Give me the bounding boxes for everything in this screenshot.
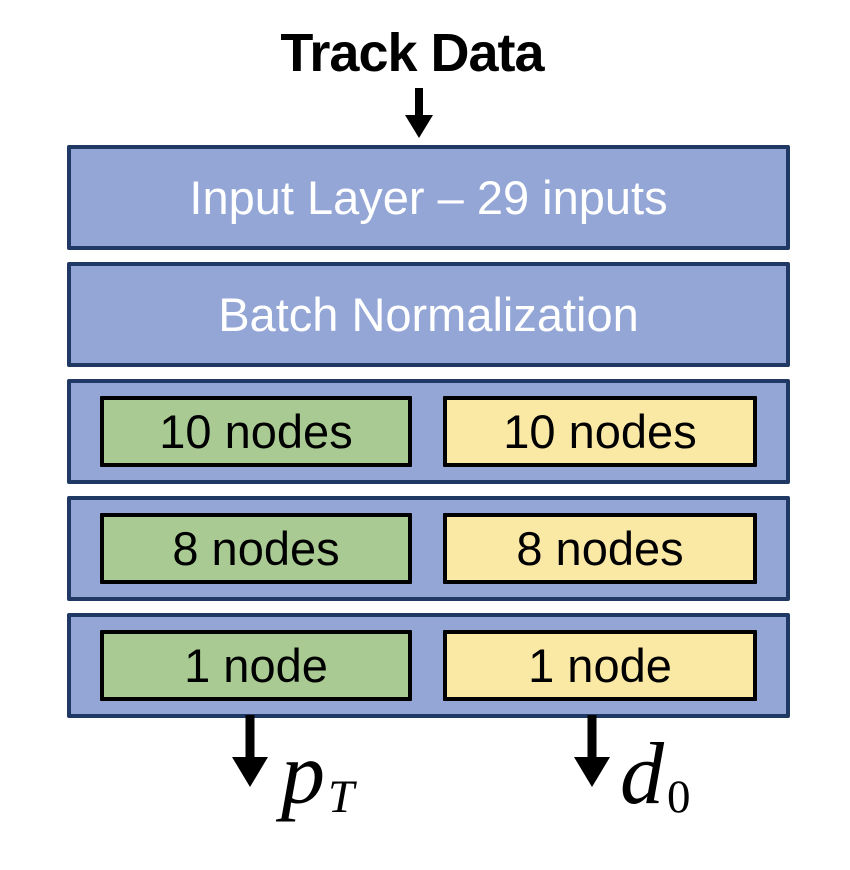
arrow-head bbox=[574, 757, 610, 787]
node-box-right-1: 1 node bbox=[443, 630, 757, 701]
layer-batch-normalization-label: Batch Normalization bbox=[218, 288, 639, 341]
node-label-right-1: 1 node bbox=[528, 639, 672, 692]
node-box-right-10: 10 nodes bbox=[443, 396, 757, 467]
output-label-d0: d0 bbox=[620, 731, 691, 821]
input-down-arrow-icon bbox=[405, 88, 433, 138]
output-d0-subscript: 0 bbox=[667, 771, 691, 823]
node-label-left-8: 8 nodes bbox=[172, 522, 340, 575]
arrow-head bbox=[405, 115, 433, 138]
arrow-shaft bbox=[415, 88, 423, 116]
node-box-right-8: 8 nodes bbox=[443, 513, 757, 584]
arrow-shaft bbox=[587, 715, 597, 758]
output-pt-down-arrow-icon bbox=[232, 715, 268, 787]
node-label-right-8: 8 nodes bbox=[516, 522, 684, 575]
output-pt-main: p bbox=[281, 726, 325, 823]
output-label-pt: pT bbox=[281, 731, 354, 821]
arrow-shaft bbox=[245, 715, 255, 758]
layer-hidden-1: 10 nodes 10 nodes bbox=[67, 379, 790, 484]
output-d0-main: d bbox=[620, 726, 664, 823]
output-d0-down-arrow-icon bbox=[574, 715, 610, 787]
node-box-left-1: 1 node bbox=[100, 630, 412, 701]
layer-batch-normalization: Batch Normalization bbox=[67, 262, 790, 367]
layer-output: 1 node 1 node bbox=[67, 613, 790, 718]
output-pt-subscript: T bbox=[328, 771, 355, 823]
layer-hidden-2: 8 nodes 8 nodes bbox=[67, 496, 790, 601]
node-box-left-8: 8 nodes bbox=[100, 513, 412, 584]
layer-input: Input Layer – 29 inputs bbox=[67, 145, 790, 250]
diagram-title: Track Data bbox=[280, 23, 544, 83]
arrow-head bbox=[232, 757, 268, 787]
node-label-left-10: 10 nodes bbox=[159, 405, 353, 458]
node-box-left-10: 10 nodes bbox=[100, 396, 412, 467]
layer-input-label: Input Layer – 29 inputs bbox=[189, 171, 668, 224]
node-label-left-1: 1 node bbox=[184, 639, 328, 692]
node-label-right-10: 10 nodes bbox=[503, 405, 697, 458]
